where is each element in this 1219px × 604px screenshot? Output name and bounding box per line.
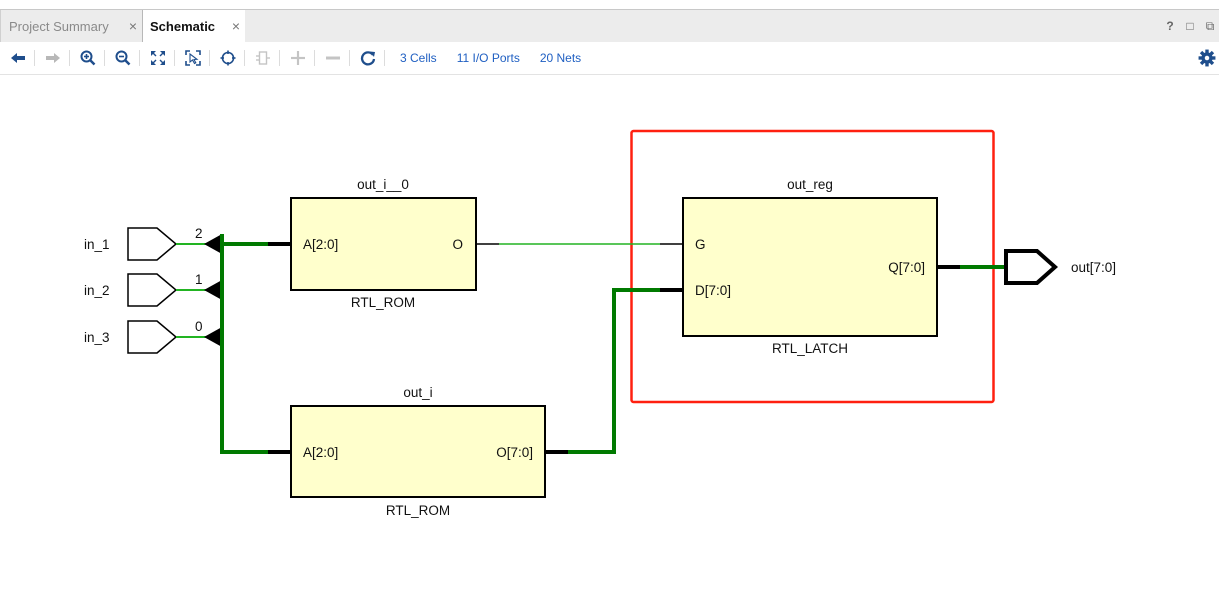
schematic-toolbar: 3 Cells 11 I/O Ports 20 Nets xyxy=(0,42,1219,75)
pin-label: O[7:0] xyxy=(496,445,533,460)
pin-label: D[7:0] xyxy=(695,283,731,298)
bit-label: 0 xyxy=(195,319,203,334)
close-icon[interactable]: × xyxy=(231,18,241,34)
cell-instance-name: out_i__0 xyxy=(357,177,409,192)
nets-count-link[interactable]: 20 Nets xyxy=(539,51,582,65)
zoom-area-button[interactable] xyxy=(175,42,210,74)
collapse-button[interactable] xyxy=(315,42,350,74)
cells-count-link[interactable]: 3 Cells xyxy=(400,51,437,65)
gear-icon[interactable] xyxy=(1198,49,1216,67)
expand-button[interactable] xyxy=(280,42,315,74)
tab-project-summary[interactable]: Project Summary × xyxy=(0,10,142,42)
tab-bar: Project Summary × Schematic × xyxy=(0,10,1219,42)
output-port-symbol xyxy=(1004,249,1059,285)
crosshair-icon xyxy=(220,50,235,66)
help-icon[interactable]: ? xyxy=(1166,19,1174,33)
zoom-in-icon xyxy=(80,50,95,66)
zoom-area-icon xyxy=(184,50,201,66)
bus-tap-arrow xyxy=(204,234,222,254)
schematic-diagram[interactable]: in_1 2 in_2 1 in_3 0 out_i__0 A[2:0] xyxy=(0,75,1219,599)
port-label: in_2 xyxy=(84,283,110,298)
input-port-symbol xyxy=(127,273,178,307)
refresh-icon xyxy=(360,51,375,66)
bit-label: 1 xyxy=(195,272,203,287)
port-label: out[7:0] xyxy=(1071,260,1116,275)
cell-instance-name: out_i xyxy=(403,385,432,400)
tab-label: Schematic xyxy=(150,18,216,34)
back-arrow-icon xyxy=(10,53,25,63)
io-ports-count-link[interactable]: 11 I/O Ports xyxy=(456,51,520,65)
cell-type: RTL_ROM xyxy=(351,295,415,310)
bus-tap-arrow xyxy=(204,327,222,347)
cell-type: RTL_ROM xyxy=(386,503,450,518)
float-window-icon[interactable]: ⧉ xyxy=(1205,18,1215,33)
bit-label: 2 xyxy=(195,226,203,241)
cell-instance-name: out_reg xyxy=(787,177,833,192)
input-port-symbol xyxy=(127,227,178,261)
zoom-out-button[interactable] xyxy=(105,42,140,74)
pin-label: A[2:0] xyxy=(303,237,338,252)
back-button[interactable] xyxy=(0,42,35,74)
close-icon[interactable]: × xyxy=(128,18,138,34)
collapse-cell-button[interactable] xyxy=(245,42,280,74)
collapse-cell-icon xyxy=(255,51,270,65)
cell-out-reg[interactable]: out_reg G D[7:0] Q[7:0] RTL_LATCH xyxy=(682,177,938,356)
bus-tap-arrow xyxy=(204,280,222,300)
port-label: in_1 xyxy=(84,237,110,252)
collapse-minus-icon xyxy=(325,56,340,60)
cell-body xyxy=(290,405,546,498)
tab-schematic[interactable]: Schematic × xyxy=(142,10,245,42)
pin-label: O xyxy=(452,237,463,252)
cell-body xyxy=(290,197,477,291)
forward-button[interactable] xyxy=(35,42,70,74)
input-port-symbol xyxy=(127,320,178,354)
address-bus-net[interactable] xyxy=(220,234,268,454)
cell-body xyxy=(682,197,938,337)
pin-label: G xyxy=(695,237,706,252)
zoom-out-icon xyxy=(115,50,130,66)
top-margin xyxy=(0,0,1219,10)
input-port-in-3[interactable]: in_3 0 xyxy=(84,319,222,354)
input-port-in-1[interactable]: in_1 2 xyxy=(84,226,222,261)
fit-view-icon xyxy=(150,51,165,65)
output-port-out[interactable]: out[7:0] xyxy=(1004,249,1116,285)
refresh-button[interactable] xyxy=(350,42,385,74)
pin-label: A[2:0] xyxy=(303,445,338,460)
fit-view-button[interactable] xyxy=(140,42,175,74)
schematic-canvas[interactable]: in_1 2 in_2 1 in_3 0 out_i__0 A[2:0] xyxy=(0,75,1219,599)
forward-arrow-icon xyxy=(45,53,60,63)
zoom-in-button[interactable] xyxy=(70,42,105,74)
cell-out-i[interactable]: out_i A[2:0] O[7:0] RTL_ROM xyxy=(290,385,546,518)
input-port-in-2[interactable]: in_2 1 xyxy=(84,272,222,307)
port-label: in_3 xyxy=(84,330,110,345)
window-controls: ? □ ⧉ xyxy=(1163,10,1219,42)
cell-type: RTL_LATCH xyxy=(772,341,848,356)
pin-label: Q[7:0] xyxy=(888,260,925,275)
cell-out-i-0[interactable]: out_i__0 A[2:0] O RTL_ROM xyxy=(290,177,477,310)
restore-icon[interactable]: □ xyxy=(1186,19,1194,33)
tab-label: Project Summary xyxy=(9,18,109,34)
locate-button[interactable] xyxy=(210,42,245,74)
expand-plus-icon xyxy=(290,51,305,65)
data-bus-net[interactable] xyxy=(568,288,660,454)
